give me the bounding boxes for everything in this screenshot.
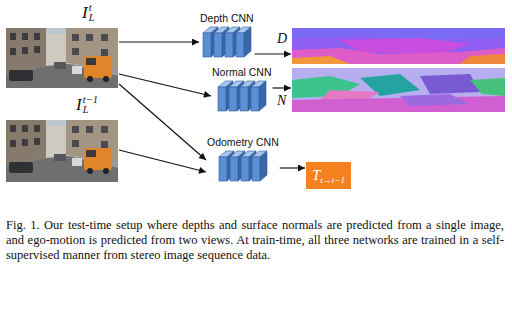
flow-arrow bbox=[119, 41, 199, 42]
network-name: Odometry CNN bbox=[207, 136, 279, 149]
figure-caption: Fig. 1. Our test-time setup where depths… bbox=[6, 218, 504, 263]
network-name: Depth CNN bbox=[200, 12, 254, 25]
subscript: L bbox=[89, 13, 95, 23]
symbol: I bbox=[76, 95, 82, 114]
cnn-block: Depth CNN bbox=[200, 12, 254, 58]
flow-arrow bbox=[280, 167, 305, 168]
flow-arrow bbox=[119, 84, 206, 160]
network-name: Normal CNN bbox=[212, 66, 272, 79]
street-photo bbox=[6, 120, 118, 182]
normal-map-image bbox=[292, 68, 505, 112]
index-stack: t−1L bbox=[83, 95, 98, 115]
subscript: L bbox=[83, 105, 98, 115]
symbol: T bbox=[312, 167, 320, 183]
cnn-icon bbox=[217, 150, 269, 182]
symbol: I bbox=[82, 3, 88, 22]
output-symbol: N bbox=[277, 94, 286, 108]
depth-map-image bbox=[292, 28, 505, 64]
output-symbol: D bbox=[277, 32, 287, 46]
input-image: It−1L bbox=[6, 120, 118, 182]
output-box: Tt→t−1 bbox=[306, 162, 351, 189]
cnn-icon bbox=[216, 80, 268, 112]
superscript: t bbox=[89, 3, 95, 13]
index-stack: tL bbox=[89, 3, 95, 23]
flow-arrow bbox=[255, 53, 291, 54]
flow-arrow bbox=[273, 87, 291, 88]
flow-arrow bbox=[119, 74, 211, 96]
output-map: N bbox=[292, 68, 505, 112]
image-label: It−1L bbox=[76, 94, 98, 116]
subscript: t→t−1 bbox=[320, 175, 345, 185]
superscript: t−1 bbox=[83, 95, 98, 105]
input-image: ItL bbox=[6, 28, 118, 88]
output-map: D bbox=[292, 28, 505, 64]
cnn-block: Normal CNN bbox=[212, 66, 272, 112]
flow-arrow bbox=[119, 150, 206, 172]
image-label: ItL bbox=[82, 2, 95, 24]
cnn-icon bbox=[201, 26, 253, 58]
cnn-block: Odometry CNN bbox=[207, 136, 279, 182]
street-photo bbox=[6, 28, 118, 90]
